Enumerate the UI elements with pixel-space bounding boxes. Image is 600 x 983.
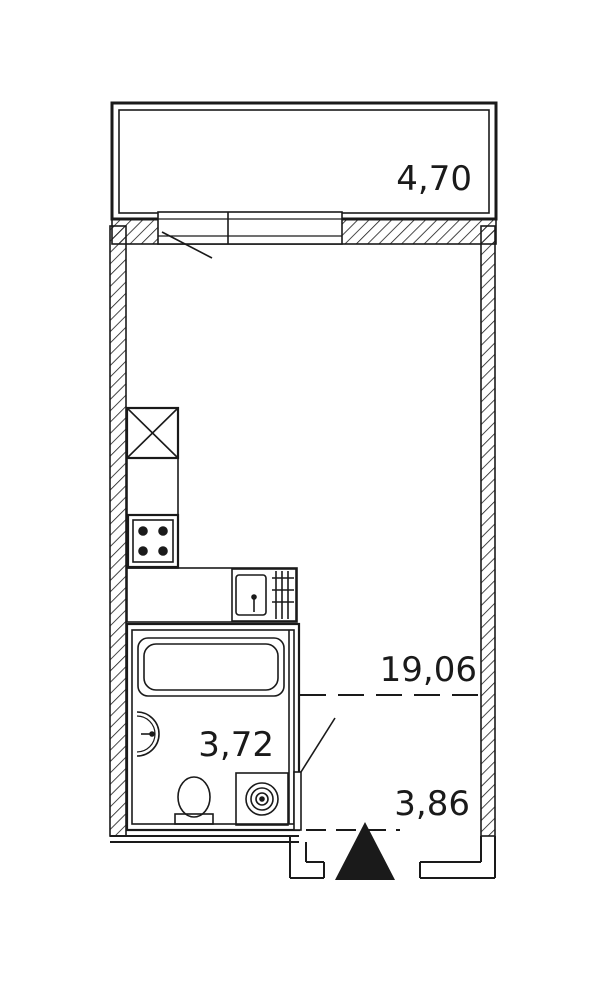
bathroom-door [293,717,336,831]
kitchen [125,406,298,623]
bathroom [125,622,301,832]
bottom-wall [110,829,496,879]
balcony-wall [111,211,497,259]
hallway-area-label: 3,86 [394,784,470,824]
bathroom-area-label: 3,72 [198,725,274,765]
entrance-arrow-icon [335,822,395,880]
balcony-area-label: 4,70 [396,159,472,199]
left-wall [109,225,127,837]
living-area-label: 19,06 [380,650,477,690]
right-wall [480,225,496,837]
